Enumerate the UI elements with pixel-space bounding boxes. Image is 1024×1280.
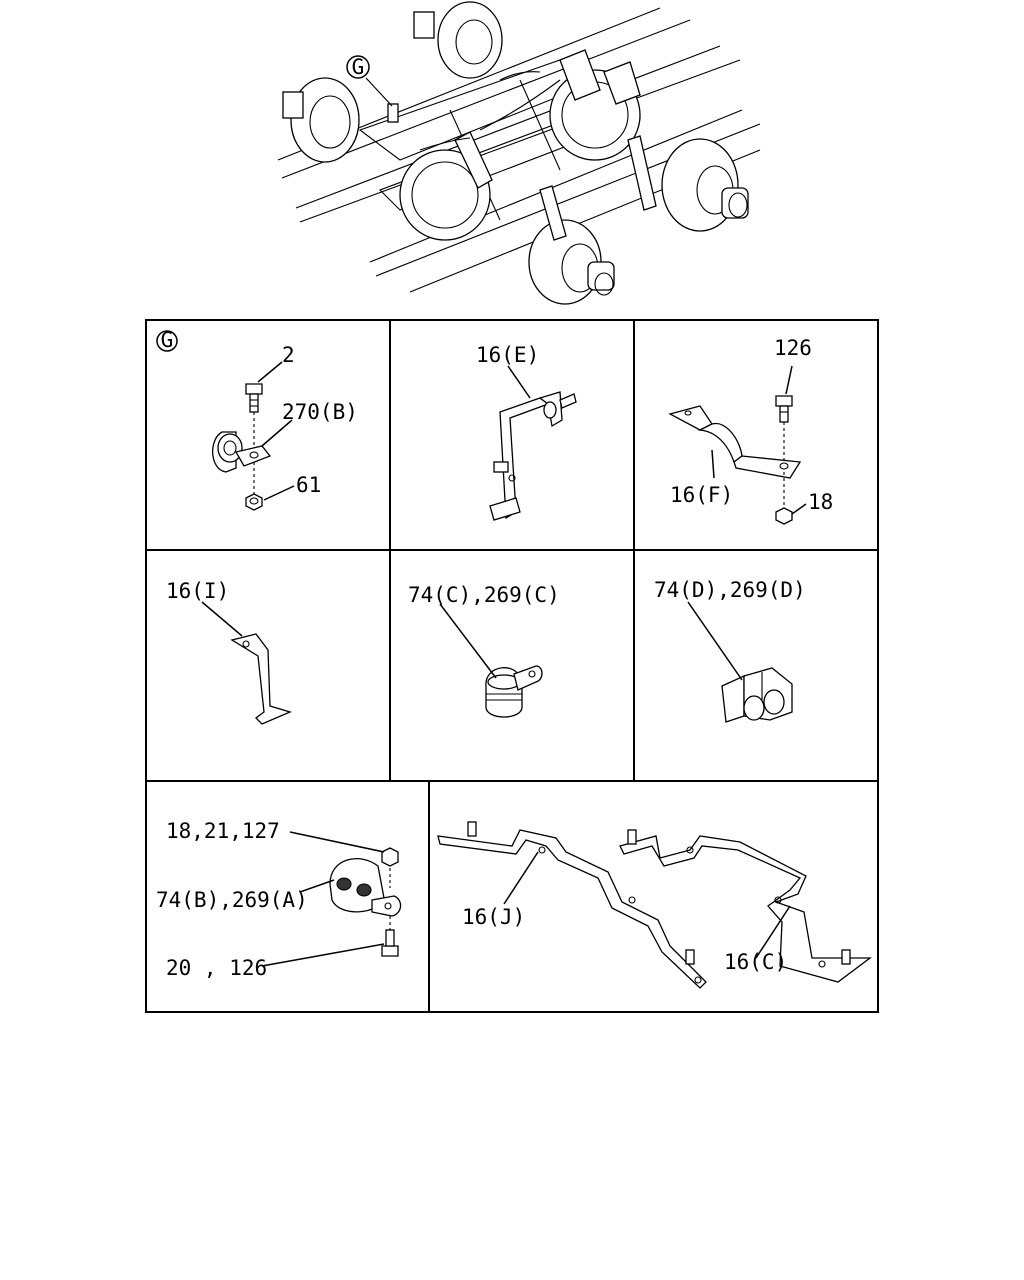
panel-e-bracket: 16(E) xyxy=(476,343,577,521)
panel-g-clamp-assembly: G 2 270(B) 61 xyxy=(156,328,358,511)
label-16j: 16(J) xyxy=(462,905,525,929)
label-74c-269c: 74(C),269(C) xyxy=(408,583,560,607)
label-126-f: 126 xyxy=(774,336,812,360)
label-18-f: 18 xyxy=(808,490,833,514)
label-18-21-127: 18,21,127 xyxy=(166,819,280,843)
chassis-overview-illustration xyxy=(277,1,761,305)
panel-f-strap-bracket: 126 16(F) 18 xyxy=(668,336,833,525)
bolt-head xyxy=(245,383,263,395)
panel-a-rubber-clamp: 18,21,127 74(B),269(A) 20 , 126 xyxy=(156,819,402,980)
label-16i: 16(I) xyxy=(166,579,229,603)
panel-jc-long-brackets: 16(J) 16(C) xyxy=(437,821,872,989)
panel-d-clamp: 74(D),269(D) xyxy=(654,578,806,723)
panel-g-letter: G xyxy=(161,328,174,352)
label-61: 61 xyxy=(296,473,321,497)
label-16f: 16(F) xyxy=(670,483,733,507)
parts-grid xyxy=(145,319,879,1013)
label-270b: 270(B) xyxy=(282,400,358,424)
panel-i-bracket: 16(I) xyxy=(166,579,292,725)
panel-g-letter-circle xyxy=(156,330,178,352)
label-2: 2 xyxy=(282,343,295,367)
label-20-126: 20 , 126 xyxy=(166,956,267,980)
panel-c-clamp: 74(C),269(C) xyxy=(408,583,560,718)
label-74d-269d: 74(D),269(D) xyxy=(654,578,806,602)
label-16e: 16(E) xyxy=(476,343,539,367)
label-74b-269a: 74(B),269(A) xyxy=(156,888,308,912)
label-16c: 16(C) xyxy=(724,950,787,974)
callout-g-circle xyxy=(346,55,370,79)
callout-g-letter: G xyxy=(352,55,365,79)
